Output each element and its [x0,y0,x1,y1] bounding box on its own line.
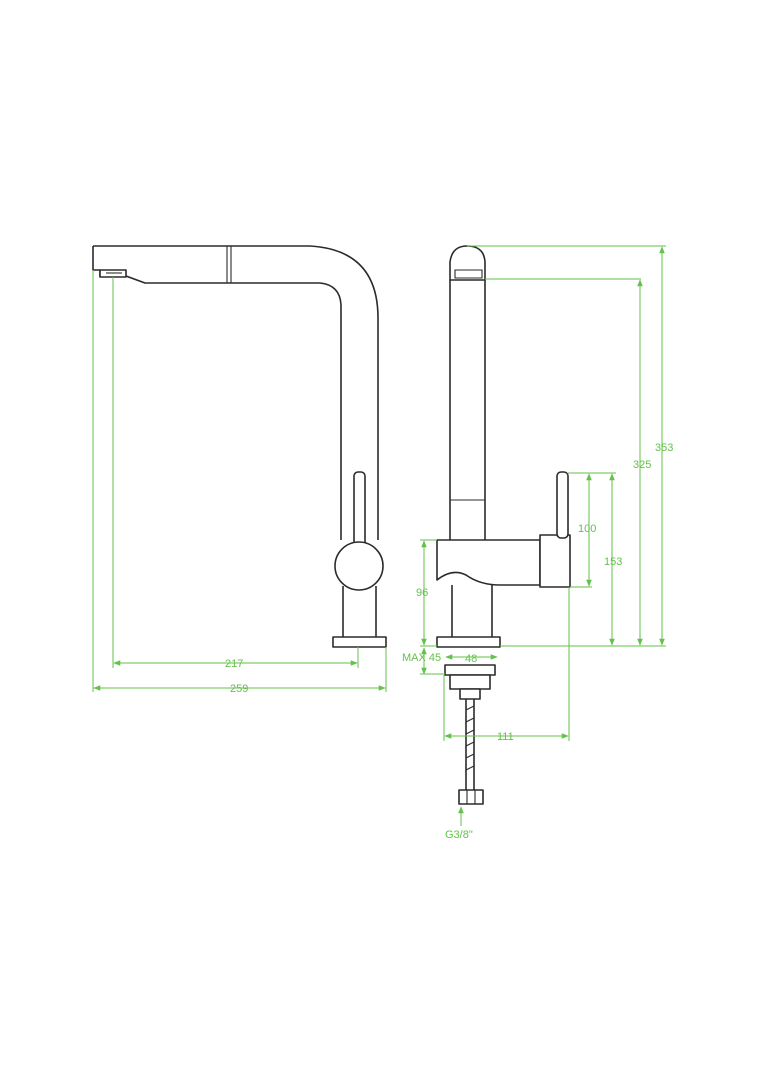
faucet-front-view [436,245,571,805]
connector-nut [458,789,484,805]
flexible-hose [465,699,475,790]
lower-column-front [451,585,493,637]
dim-label-spout-height: 325 [633,459,651,471]
dim-label-spout-reach: 217 [225,658,243,670]
dim-label-base-diameter: 48 [465,653,477,665]
dimensions-side-view: 217 259 [92,270,387,695]
mixer-body [334,541,384,591]
lever-housing [539,534,571,588]
fixing-washer [444,664,496,676]
dim-label-body-width: 96 [416,587,428,599]
faucet-side-view [92,245,387,648]
fixing-nut [449,674,491,690]
lower-column [342,586,377,637]
dim-label-lever-height: 100 [578,523,596,535]
spout-outline [92,245,379,540]
lever-handle [353,471,366,553]
dim-label-max-worktop: MAX 45 [402,652,441,664]
dim-label-body-height: 153 [604,556,622,568]
dim-label-connector-thread: G3/8" [445,829,473,841]
base-plate-front [436,636,501,648]
upright-column [449,280,486,540]
fixing-stem [459,688,481,700]
dim-label-spout-to-lever: 111 [497,731,514,743]
dim-label-total-depth: 259 [230,683,248,695]
body-housing [436,539,541,586]
base-plate [332,636,387,648]
dimensions-front-view: 353 325 153 100 96 MAX 45 48 111 G3/8" [402,245,673,841]
dim-label-total-height: 353 [655,442,673,454]
lever-rod [556,471,569,539]
